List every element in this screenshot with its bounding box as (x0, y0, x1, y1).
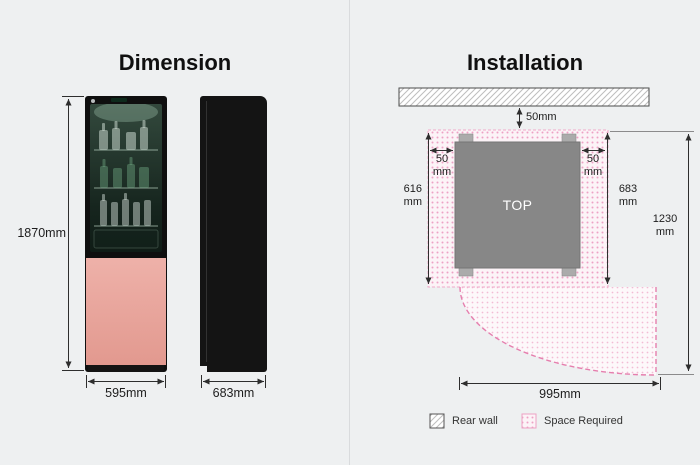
bottles-shelf-1 (99, 120, 148, 150)
fridge-base (88, 365, 164, 372)
dimension-title: Dimension (118, 50, 232, 75)
door-swing-outline (459, 286, 657, 376)
depth-door-open-label: 1230 mm (652, 213, 678, 238)
lower-door-pink (86, 258, 166, 365)
door-swing-width-label: 995mm (539, 387, 581, 401)
space-required-swatch (521, 413, 537, 429)
width-dimension-label: 595mm (105, 386, 147, 400)
depth-dimension-label: 683mm (212, 386, 255, 400)
left-clearance-label: 50 mm (432, 153, 452, 178)
lg-logo (91, 98, 95, 103)
door-swing-area (460, 287, 656, 375)
refrigerator-side-view (200, 96, 267, 372)
bottles-shelf-3 (100, 193, 151, 226)
door-display (111, 98, 127, 102)
depth-without-door-label: 616 mm (403, 183, 422, 208)
depth-with-door-label: 683 mm (618, 183, 638, 208)
rear-clearance-label: 50mm (526, 111, 557, 123)
top-view-label: TOP (502, 197, 533, 213)
glass-door (90, 104, 162, 252)
bottles-shelf-2 (100, 157, 149, 188)
legend-space-required-label: Space Required (544, 415, 623, 427)
glass-door-interior (93, 104, 159, 249)
rear-wall-swatch (429, 413, 445, 429)
right-clearance-label: 50 mm (583, 153, 603, 178)
legend-rear-wall-label: Rear wall (452, 415, 498, 427)
panel-divider (349, 0, 350, 465)
height-dimension-label: 1870mm (17, 226, 66, 240)
rear-wall (398, 87, 650, 107)
refrigerator-front-view (85, 96, 167, 372)
installation-title: Installation (466, 50, 584, 75)
